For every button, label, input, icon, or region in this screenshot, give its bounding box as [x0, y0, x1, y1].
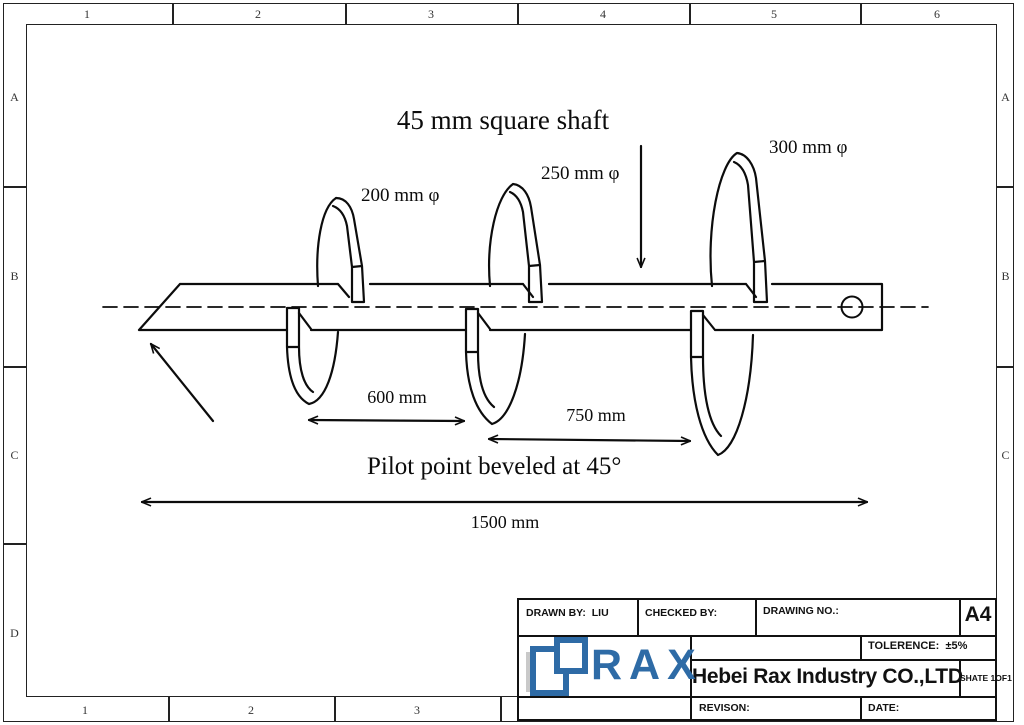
top-strip-divider: [860, 3, 862, 24]
zone-column-label: 5: [771, 7, 777, 21]
zone-column-label: 3: [428, 7, 434, 21]
title-block-line: [959, 598, 961, 637]
bottom-strip-divider: [168, 697, 170, 722]
title-block-line: [517, 598, 519, 721]
zone-column-label: 1: [82, 703, 88, 717]
pilot-leader-arrow: [151, 344, 215, 423]
company-name: Hebei Rax Industry CO.,LTD: [692, 665, 963, 688]
paper-size-label: A4: [964, 603, 992, 626]
zone-column-label: 6: [934, 7, 940, 21]
zone-row-label: C: [1001, 448, 1010, 462]
flight1-upper: [316, 196, 366, 304]
top-strip-divider: [172, 3, 174, 24]
zone-column-label: 2: [255, 7, 261, 21]
top-strip-divider: [689, 3, 691, 24]
revision-label: REVISON:: [699, 702, 750, 714]
flight1-diameter-label: 200 mm φ: [361, 185, 440, 206]
title-block-line: [637, 598, 639, 637]
logo-front-frame: [554, 637, 588, 674]
bottom-strip-divider: [334, 697, 336, 722]
zone-row-label: C: [10, 448, 19, 462]
checked-by-label: CHECKED BY:: [645, 607, 718, 619]
dim-600-arrow: [309, 420, 464, 421]
left-strip-divider: [3, 186, 26, 188]
tolerance-cell: TOLERENCE: ±5%: [868, 640, 967, 652]
title-block-line: [959, 659, 961, 698]
bottom-strip-divider: [500, 697, 502, 722]
zone-column-label: 1: [84, 7, 90, 21]
dim-750-label: 750 mm: [566, 405, 626, 425]
dim-1500-label: 1500 mm: [470, 512, 540, 532]
left-strip-divider: [3, 543, 26, 545]
drawing-no-label: DRAWING NO.:: [763, 605, 839, 617]
dim-750-arrow: [489, 439, 690, 441]
top-strip-divider: [517, 3, 519, 24]
zone-row-label: A: [1001, 90, 1010, 104]
title-block-line: [517, 598, 997, 600]
title-block-line: [517, 635, 997, 637]
right-strip-divider: [997, 186, 1014, 188]
zone-row-label: B: [1001, 269, 1010, 283]
drawn-by-value: LIU: [591, 607, 609, 619]
dim-600-label: 600 mm: [367, 387, 427, 407]
title-block-line: [755, 598, 757, 637]
flight1-lower: [285, 306, 340, 406]
flight2-diameter-label: 250 mm φ: [541, 163, 620, 184]
title-block-line: [517, 719, 997, 721]
title-block-line: [995, 598, 997, 721]
drawn-by-label: DRAWN BY:: [526, 607, 586, 619]
flight2-upper: [488, 182, 544, 304]
zone-row-label: D: [10, 626, 19, 640]
flight3-lower: [689, 309, 755, 457]
title-block-line: [860, 635, 862, 661]
flight3-diameter-label: 300 mm φ: [769, 137, 848, 158]
title-block-line: [860, 696, 862, 721]
drawn-by-cell: DRAWN BY: LIU: [526, 607, 609, 619]
flight3-upper: [709, 151, 769, 304]
top-strip-divider: [345, 3, 347, 24]
tolerance-value: ±5%: [945, 640, 968, 652]
flight2-lower: [464, 307, 527, 426]
tolerance-label: TOLERENCE:: [868, 640, 940, 652]
title-block-line: [517, 696, 997, 698]
rax-logo-icon: [526, 637, 588, 696]
zone-row-label: A: [10, 90, 19, 104]
pilot-point-note: Pilot point beveled at 45°: [367, 453, 622, 480]
shaft-annotation: 45 mm square shaft: [396, 105, 610, 135]
right-strip-divider: [997, 366, 1014, 368]
title-block-line: [690, 659, 997, 661]
zone-column-label: 3: [414, 703, 420, 717]
zone-row-label: B: [10, 269, 19, 283]
sheet-label: SHATE 1OF1: [960, 673, 1012, 683]
zone-column-label: 2: [248, 703, 254, 717]
inner-frame: [26, 24, 997, 697]
zone-column-label: 4: [600, 7, 606, 21]
outer-border: [3, 3, 1014, 722]
date-label: DATE:: [868, 702, 900, 714]
logo-wordmark: RAX: [591, 641, 703, 689]
title-block-line: [690, 635, 692, 721]
left-strip-divider: [3, 366, 26, 368]
